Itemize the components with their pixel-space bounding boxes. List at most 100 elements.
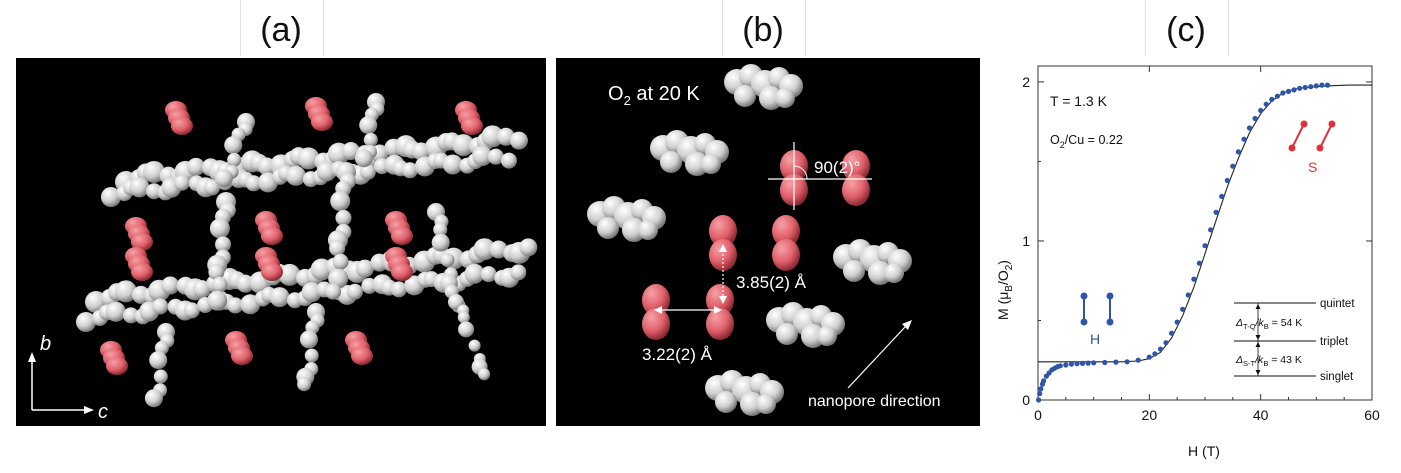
- gap-tq-label: ΔT-Q/kB = 54 K: [1235, 317, 1302, 331]
- framework-bead: [354, 149, 373, 168]
- data-point: [1269, 96, 1275, 102]
- data-point: [1041, 378, 1047, 384]
- framework-bead: [510, 264, 527, 281]
- framework-bead: [122, 307, 139, 324]
- framework-bead: [204, 179, 221, 196]
- data-series: [1036, 82, 1372, 403]
- ratio-annotation: O2/Cu = 0.22: [1050, 133, 1123, 150]
- framework-bead: [390, 281, 407, 298]
- data-point: [1057, 363, 1063, 369]
- data-point: [1291, 87, 1297, 93]
- framework-bead: [114, 280, 137, 303]
- framework-cluster: [705, 370, 784, 416]
- framework-bead: [278, 263, 301, 286]
- framework-bead: [464, 263, 485, 284]
- nanopore-arrow: nanopore direction: [808, 320, 941, 410]
- singlet-label: singlet: [1320, 371, 1354, 383]
- framework-bead: [355, 259, 374, 278]
- vertical-distance-marker: 3.85(2) Å: [719, 244, 807, 304]
- framework-bead: [209, 218, 230, 239]
- angle-label: 90(2)°: [814, 158, 860, 177]
- framework-bead: [101, 187, 121, 207]
- data-point: [1319, 82, 1325, 88]
- framework-bead: [359, 116, 378, 135]
- x-tick-label: 20: [1142, 407, 1158, 423]
- horizontal-distance-marker: 3.22(2) Å: [642, 306, 722, 364]
- o2-dumbbell: [642, 284, 670, 340]
- framework-bead: [227, 297, 244, 314]
- framework-bead: [183, 302, 200, 319]
- framework-bead: [440, 252, 455, 267]
- o2-temperature-title: O2 at 20 K: [608, 83, 700, 108]
- crystal-structure-image: b c: [16, 58, 546, 426]
- data-point: [1079, 360, 1086, 366]
- framework-bead: [458, 321, 475, 338]
- framework-bead: [332, 253, 349, 270]
- oxygen-molecule: [261, 227, 283, 245]
- y-tick-label: 0: [1022, 392, 1030, 408]
- label-box-a: [240, 0, 324, 56]
- panel-label-b: (b): [742, 11, 784, 49]
- h-label: H: [1090, 331, 1100, 347]
- oxygen-molecule: [391, 227, 413, 245]
- framework-bead: [480, 266, 497, 283]
- framework-bead: [161, 276, 180, 295]
- data-point: [1085, 360, 1091, 366]
- data-point: [1157, 346, 1164, 352]
- data-point: [1285, 88, 1292, 94]
- panel-a-crystal-structure: b c: [16, 58, 546, 426]
- data-point: [1038, 386, 1044, 392]
- gap-st-label: ΔS-T/kB = 43 K: [1235, 354, 1302, 368]
- label-box-c: [1145, 0, 1229, 56]
- framework-bead: [433, 222, 448, 237]
- data-point: [1185, 292, 1191, 298]
- oxygen-layer: [100, 97, 483, 375]
- fit-curve: [1038, 84, 1372, 363]
- data-point: [1037, 391, 1043, 397]
- data-point: [1113, 359, 1119, 365]
- framework-bead: [346, 283, 363, 300]
- plot-area: [1037, 65, 1373, 401]
- framework-bead: [359, 163, 376, 180]
- data-point: [1191, 276, 1197, 282]
- data-point: [1102, 359, 1108, 366]
- vertical-distance-label: 3.85(2) Å: [736, 273, 807, 292]
- data-point: [1152, 351, 1158, 357]
- framework-cluster: [833, 239, 912, 285]
- framework-bead: [214, 169, 233, 188]
- data-point: [1146, 354, 1152, 360]
- framework-bead: [335, 209, 352, 226]
- framework-bead: [330, 191, 351, 212]
- framework-bead: [481, 125, 504, 148]
- framework-bead: [329, 240, 346, 257]
- framework-layer: [76, 93, 538, 408]
- oxygen-molecule: [131, 263, 153, 281]
- data-point: [1208, 227, 1214, 233]
- oxygen-molecule: [461, 117, 483, 135]
- x-tick-label: 40: [1253, 407, 1269, 423]
- framework-bead: [478, 368, 491, 381]
- oxygen-molecule: [231, 347, 253, 365]
- o2-arrangement-image: O2 at 20 K 90(2)° 3.85(2) Å 3.22(2) Å na…: [556, 58, 980, 426]
- oxygen-molecule: [311, 113, 333, 131]
- data-point: [1280, 90, 1286, 96]
- axis-b-label: b: [40, 333, 51, 355]
- data-point: [1219, 193, 1225, 199]
- data-point: [1246, 125, 1253, 131]
- data-point: [1074, 361, 1080, 367]
- data-point: [1036, 397, 1042, 403]
- framework-bead: [173, 174, 190, 191]
- framework-bead: [442, 154, 463, 175]
- data-point: [1313, 83, 1319, 89]
- oxygen-molecule: [261, 263, 283, 281]
- framework-bead: [489, 240, 508, 259]
- data-point: [1169, 330, 1175, 336]
- o2-dumbbell: [706, 284, 734, 340]
- x-tick-label: 60: [1364, 407, 1380, 423]
- singlet-dimer-icon: H: [1080, 292, 1114, 347]
- y-tick-label: 2: [1022, 74, 1030, 90]
- framework-bead: [457, 311, 470, 324]
